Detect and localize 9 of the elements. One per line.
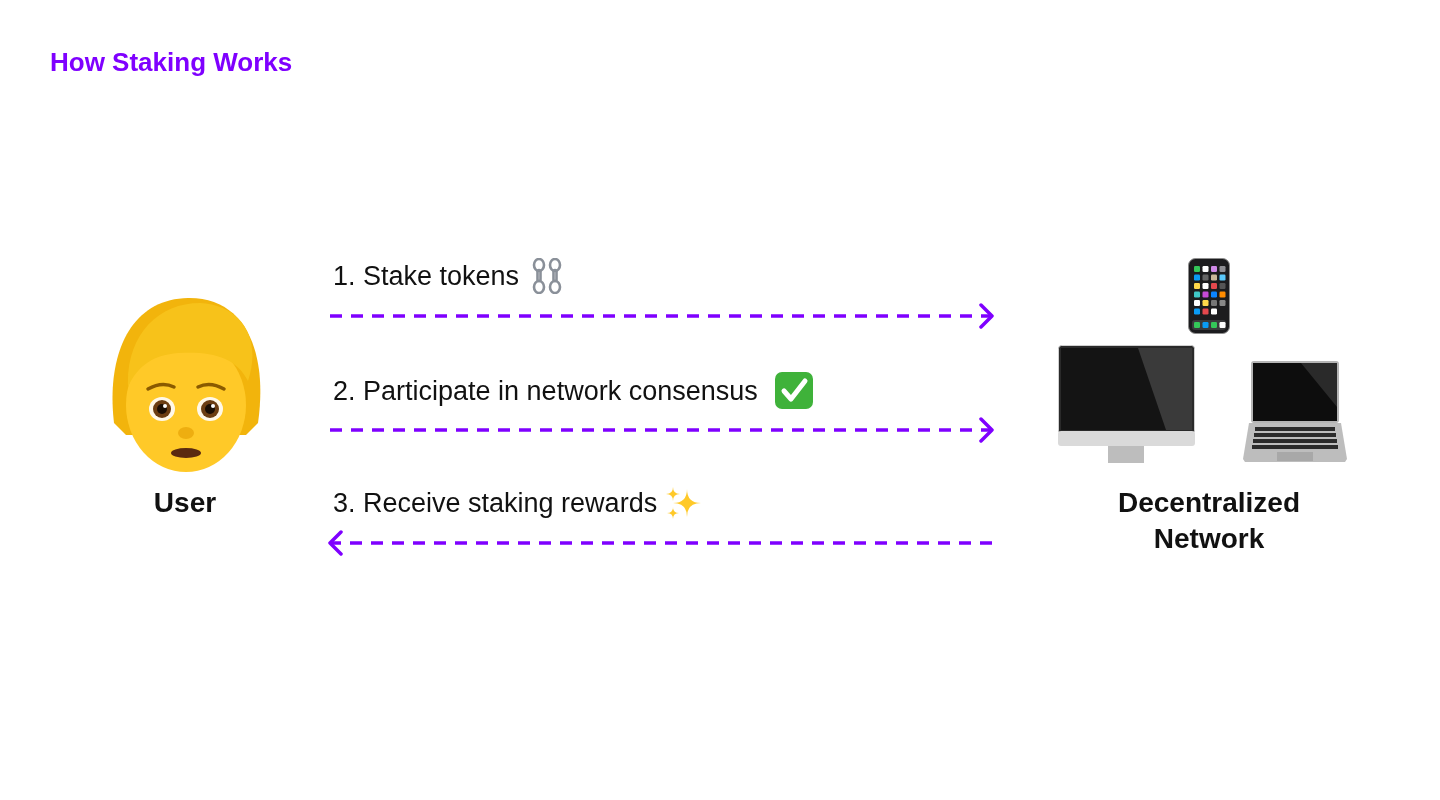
node-label: User: [152, 486, 218, 520]
dashed-arrow: [330, 303, 994, 329]
edge-label: 1. Stake tokens: [333, 260, 520, 293]
edge-label: 3. Receive staking rewards: [333, 487, 658, 520]
edge-label: 2. Participate in network consensus: [333, 374, 758, 408]
diagram-title: How Staking Works: [50, 46, 293, 78]
dashed-arrow: [328, 530, 992, 556]
node-label: Decentralized Network: [1116, 486, 1302, 556]
dashed-arrow: [330, 417, 994, 443]
